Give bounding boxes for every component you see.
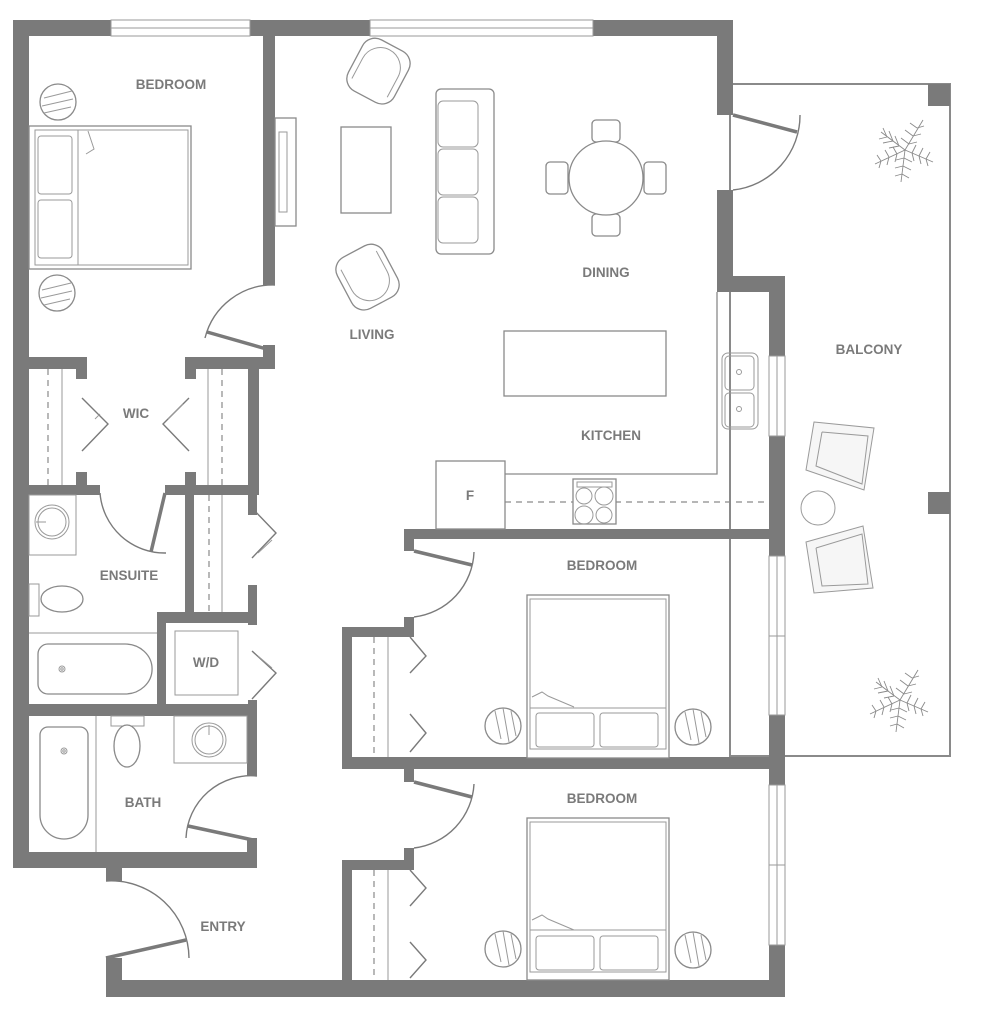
room-label-bedroom-2: BEDROOM (567, 558, 638, 573)
door-balcony[interactable] (732, 113, 801, 191)
kitchen: KITCHEN F (435, 292, 769, 530)
bifold-door[interactable] (81, 397, 109, 452)
bifold-door[interactable] (251, 507, 277, 559)
door-bedroom-3[interactable] (413, 780, 475, 849)
fridge-icon: F (435, 460, 506, 530)
fridge-label: F (466, 488, 474, 503)
sink-icon (173, 715, 248, 764)
nightstand-icon (38, 274, 76, 312)
room-label-dining: DINING (582, 265, 629, 280)
bifold-door[interactable] (409, 713, 427, 753)
balcony-post (928, 492, 950, 514)
windows (110, 19, 786, 946)
bed-icon (526, 594, 670, 759)
bifold-door[interactable] (409, 636, 427, 674)
door-bath[interactable] (185, 775, 258, 842)
bathtub-icon (37, 643, 153, 695)
fireplace-icon (274, 117, 297, 227)
toilet-icon (28, 583, 84, 617)
room-label-living: LIVING (349, 327, 394, 342)
walls (13, 20, 785, 997)
bedroom-3: BEDROOM (484, 791, 712, 981)
bath: BATH (39, 715, 248, 852)
balcony-post (928, 84, 950, 106)
door-bedroom-1[interactable] (204, 284, 276, 352)
doors (81, 113, 801, 979)
side-table-icon (800, 490, 836, 526)
room-label-entry: ENTRY (200, 919, 245, 934)
living-room: LIVING (274, 37, 495, 342)
door-bedroom-2[interactable] (413, 549, 475, 618)
nightstand-icon (674, 931, 712, 969)
armchair-icon (335, 243, 400, 311)
bed-icon (28, 125, 192, 270)
wic: WIC (123, 406, 149, 421)
room-label-balcony: BALCONY (836, 342, 903, 357)
wd-closet: W/D (174, 630, 239, 696)
bedroom-1: BEDROOM (28, 77, 207, 312)
washer-dryer-icon (174, 630, 239, 696)
plant-icon (874, 119, 934, 183)
sink-icon (28, 494, 77, 556)
ensuite: ENSUITE (28, 494, 159, 695)
nightstand-icon (674, 708, 712, 746)
dining-table-icon (545, 119, 667, 237)
kitchen-island-icon (503, 330, 667, 397)
dining-room: DINING (545, 119, 667, 280)
nightstand-icon (39, 83, 77, 121)
armchair-icon (346, 37, 411, 105)
nightstand-icon (484, 707, 522, 745)
toilet-icon (110, 715, 145, 768)
door-entry[interactable] (105, 880, 190, 960)
room-label-bath: BATH (125, 795, 162, 810)
room-label-bedroom-3: BEDROOM (567, 791, 638, 806)
bifold-door[interactable] (409, 869, 427, 907)
bathtub-icon (39, 726, 89, 840)
bifold-door[interactable] (162, 397, 190, 452)
bed-icon (526, 817, 670, 981)
closet-rods (47, 369, 389, 980)
sofa-icon (435, 88, 495, 255)
room-label-kitchen: KITCHEN (581, 428, 641, 443)
bifold-door[interactable] (251, 650, 277, 700)
sink-icon (721, 352, 759, 430)
room-label-bedroom-1: BEDROOM (136, 77, 207, 92)
balcony: BALCONY (729, 83, 951, 757)
entry: ENTRY (200, 919, 245, 934)
bifold-door[interactable] (409, 941, 427, 979)
plant-icon (869, 669, 929, 733)
bedroom-2: BEDROOM (484, 558, 712, 759)
room-label-wic: WIC (123, 406, 149, 421)
room-label-wd: W/D (193, 655, 219, 670)
stove-icon (572, 478, 617, 525)
room-label-ensuite: ENSUITE (100, 568, 159, 583)
nightstand-icon (484, 930, 522, 968)
lounge-chair-icon (805, 525, 874, 594)
door-ensuite[interactable] (99, 492, 167, 554)
coffee-table-icon (340, 126, 392, 214)
lounge-chair-icon (805, 421, 875, 491)
